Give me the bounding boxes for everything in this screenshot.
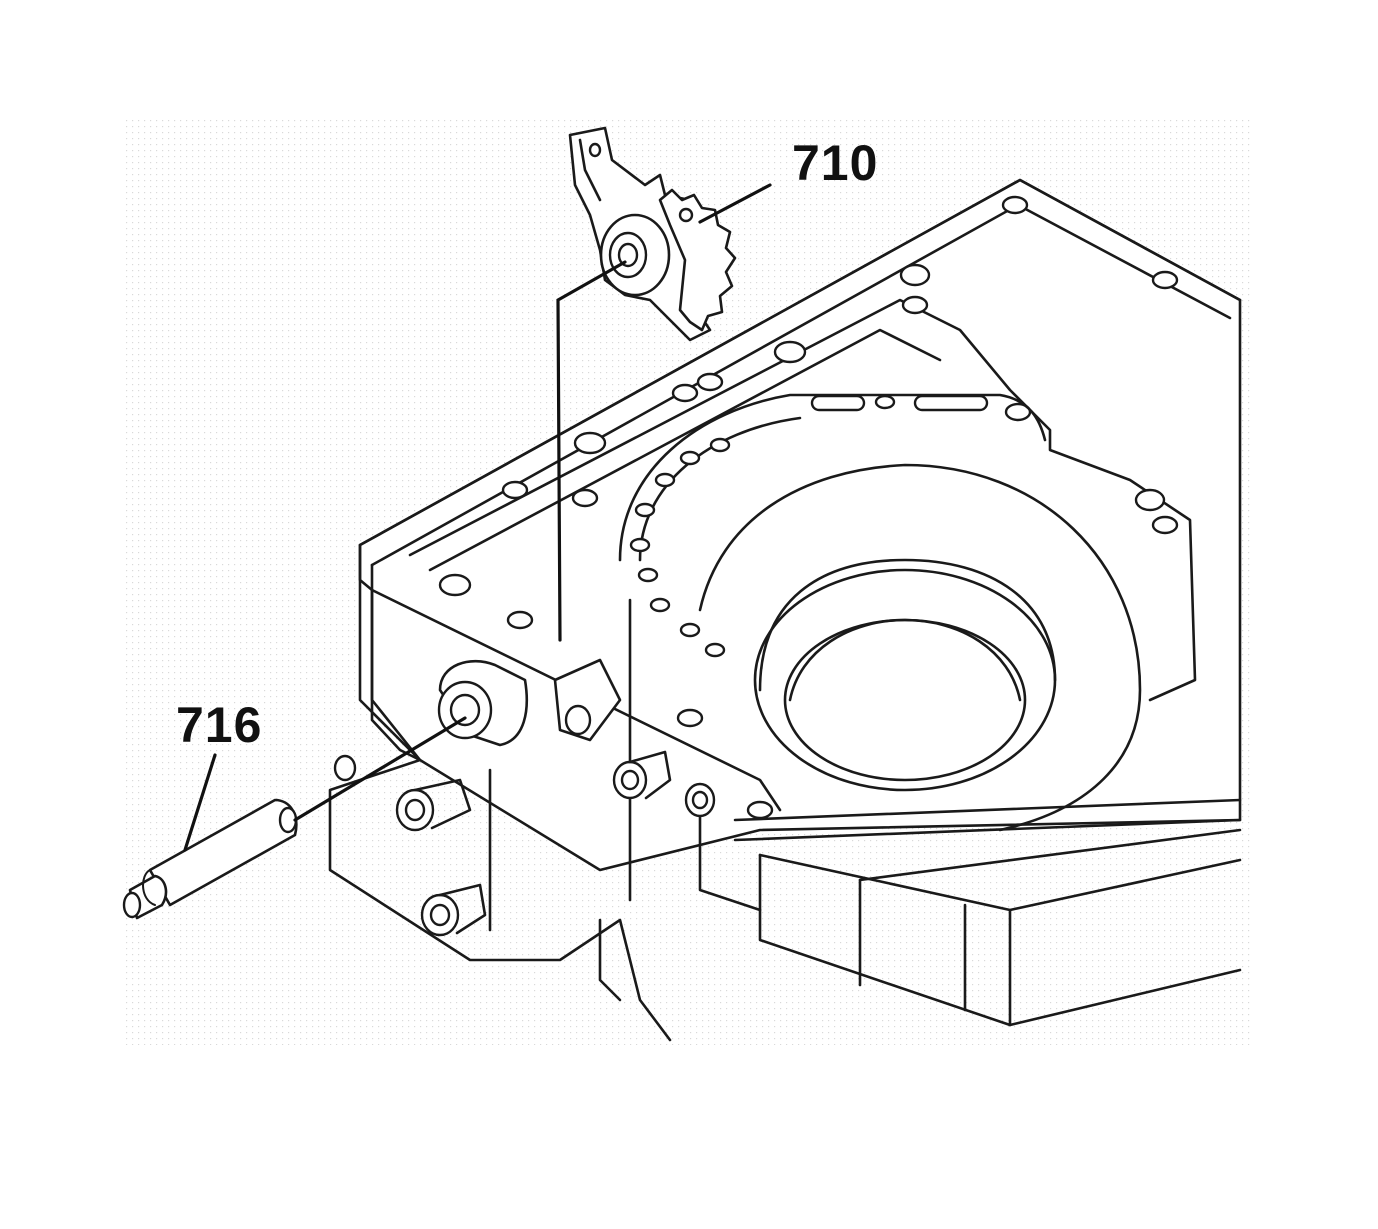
bolt-circle-holes bbox=[629, 394, 989, 658]
flange-bolt-holes bbox=[438, 195, 1179, 820]
callout-label-716: 716 bbox=[176, 697, 263, 753]
pin-716 bbox=[122, 798, 298, 920]
leader-lines bbox=[183, 183, 772, 852]
housing-body bbox=[328, 588, 762, 1042]
leader-716-callout bbox=[183, 753, 217, 852]
bore-ring bbox=[618, 393, 1142, 832]
callout-label-710: 710 bbox=[792, 135, 879, 191]
leader-710-callout bbox=[698, 183, 772, 224]
leader-710-assembly bbox=[556, 260, 627, 642]
leader-716-assembly bbox=[293, 716, 467, 822]
sprocket-710 bbox=[568, 126, 737, 342]
oil-pan bbox=[733, 798, 1242, 1027]
